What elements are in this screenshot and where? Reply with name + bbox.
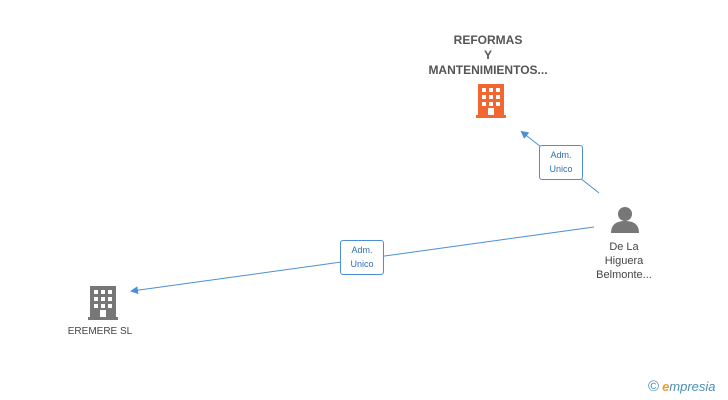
building-icon[interactable]: [476, 84, 506, 118]
person-icon[interactable]: [611, 207, 639, 233]
company-name-line: REFORMAS: [453, 33, 523, 47]
company-name-secondary[interactable]: EREMERE SL: [67, 326, 133, 337]
brand-initial: e: [662, 379, 670, 394]
copyright-icon: ©: [648, 378, 660, 395]
edge-role-line: Adm.: [351, 245, 373, 255]
person-name[interactable]: De La Higuera Belmonte...: [580, 240, 668, 282]
brand-name: mpresia: [669, 379, 716, 394]
company-name-main[interactable]: REFORMAS Y MANTENIMIENTOS...: [418, 33, 558, 78]
edge-role-label: Adm. Unico: [340, 240, 384, 275]
edge-role-line: Unico: [549, 164, 573, 174]
person-name-line: De La: [609, 241, 639, 253]
edge-role-line: Adm.: [550, 150, 572, 160]
building-icon[interactable]: [88, 286, 118, 320]
edge-role-label: Adm. Unico: [539, 145, 583, 180]
company-name-line: MANTENIMIENTOS...: [428, 63, 548, 77]
company-name-line: Y: [483, 48, 492, 62]
edge-role-line: Unico: [350, 259, 374, 269]
empresia-watermark[interactable]: ©empresia: [648, 378, 716, 398]
person-name-line: Belmonte...: [596, 269, 652, 281]
person-name-line: Higuera: [604, 255, 644, 267]
